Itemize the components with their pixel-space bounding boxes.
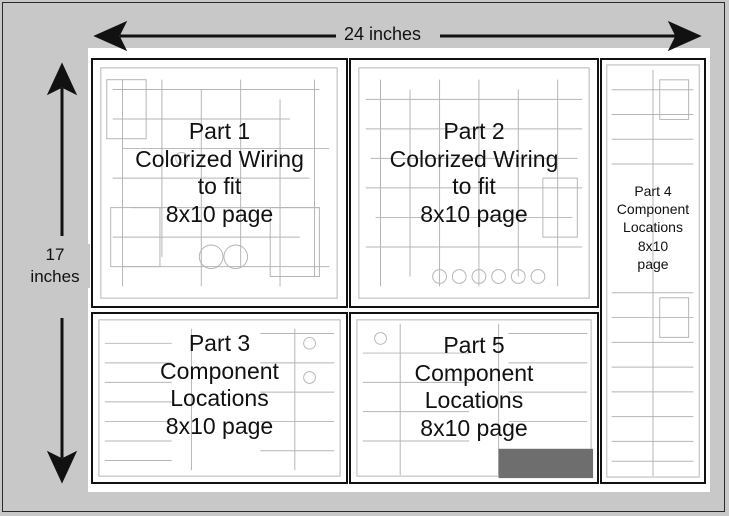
height-arrow-top-head <box>46 62 78 96</box>
panel-part-1: Part 1 Colorized Wiring to fit 8x10 page <box>91 58 348 308</box>
part-2-line-4: 8x10 page <box>420 200 528 227</box>
panel-part-5: Part 5 Component Locations 8x10 page <box>349 312 599 484</box>
height-label-unit: inches <box>30 267 80 287</box>
part-5-line-4: 8x10 page <box>420 414 528 441</box>
part-1-line-3: to fit <box>197 173 242 200</box>
panel-part-4-label: Part 4 Component Locations 8x10 page <box>602 182 704 273</box>
part-5-line-3: Locations <box>424 387 524 414</box>
panel-part-1-label: Part 1 Colorized Wiring to fit 8x10 page <box>93 118 346 228</box>
part-1-line-4: 8x10 page <box>165 200 274 227</box>
part-2-line-3: to fit <box>452 173 496 200</box>
wiring-diagram-thumbnail <box>100 67 338 299</box>
part-5-title: Part 5 <box>443 332 505 358</box>
panel-part-3: Part 3 Component Locations 8x10 page <box>91 312 348 484</box>
part-1-line-2: Colorized Wiring <box>135 145 304 172</box>
panel-part-4: Part 4 Component Locations 8x10 page <box>600 58 706 484</box>
panel-part-5-label: Part 5 Component Locations 8x10 page <box>351 332 597 442</box>
dark-block <box>498 448 594 479</box>
wiring-diagram-thumbnail <box>358 67 590 299</box>
part-3-line-2: Component <box>160 357 279 384</box>
part-4-title: Part 4 <box>634 183 672 199</box>
height-arrow-bottom-head <box>46 450 78 484</box>
part-2-title: Part 2 <box>443 118 505 144</box>
height-label-number: 17 <box>45 245 65 264</box>
part-3-title: Part 3 <box>188 330 251 356</box>
panel-part-3-label: Part 3 Component Locations 8x10 page <box>93 330 346 440</box>
component-locations-thumbnail <box>356 319 594 479</box>
panel-part-2-label: Part 2 Colorized Wiring to fit 8x10 page <box>351 118 597 228</box>
part-4-line-3: Locations <box>623 219 683 236</box>
width-arrow-right-head <box>667 20 702 52</box>
component-locations-thumbnail <box>606 64 700 478</box>
height-dimension-label: 17 inches <box>20 244 90 289</box>
width-dimension-label: 24 inches <box>340 24 426 45</box>
part-4-line-4: 8x10 <box>637 237 669 254</box>
panel-part-2: Part 2 Colorized Wiring to fit 8x10 page <box>349 58 599 308</box>
width-arrow-left-head <box>93 20 128 52</box>
part-4-line-5: page <box>637 255 669 272</box>
part-4-line-2: Component <box>616 201 690 218</box>
part-1-title: Part 1 <box>188 118 251 144</box>
component-locations-thumbnail <box>98 319 341 477</box>
part-3-line-4: 8x10 page <box>165 412 274 439</box>
part-3-line-3: Locations <box>170 385 269 412</box>
part-5-line-2: Component <box>414 359 534 386</box>
part-2-line-2: Colorized Wiring <box>389 145 559 172</box>
